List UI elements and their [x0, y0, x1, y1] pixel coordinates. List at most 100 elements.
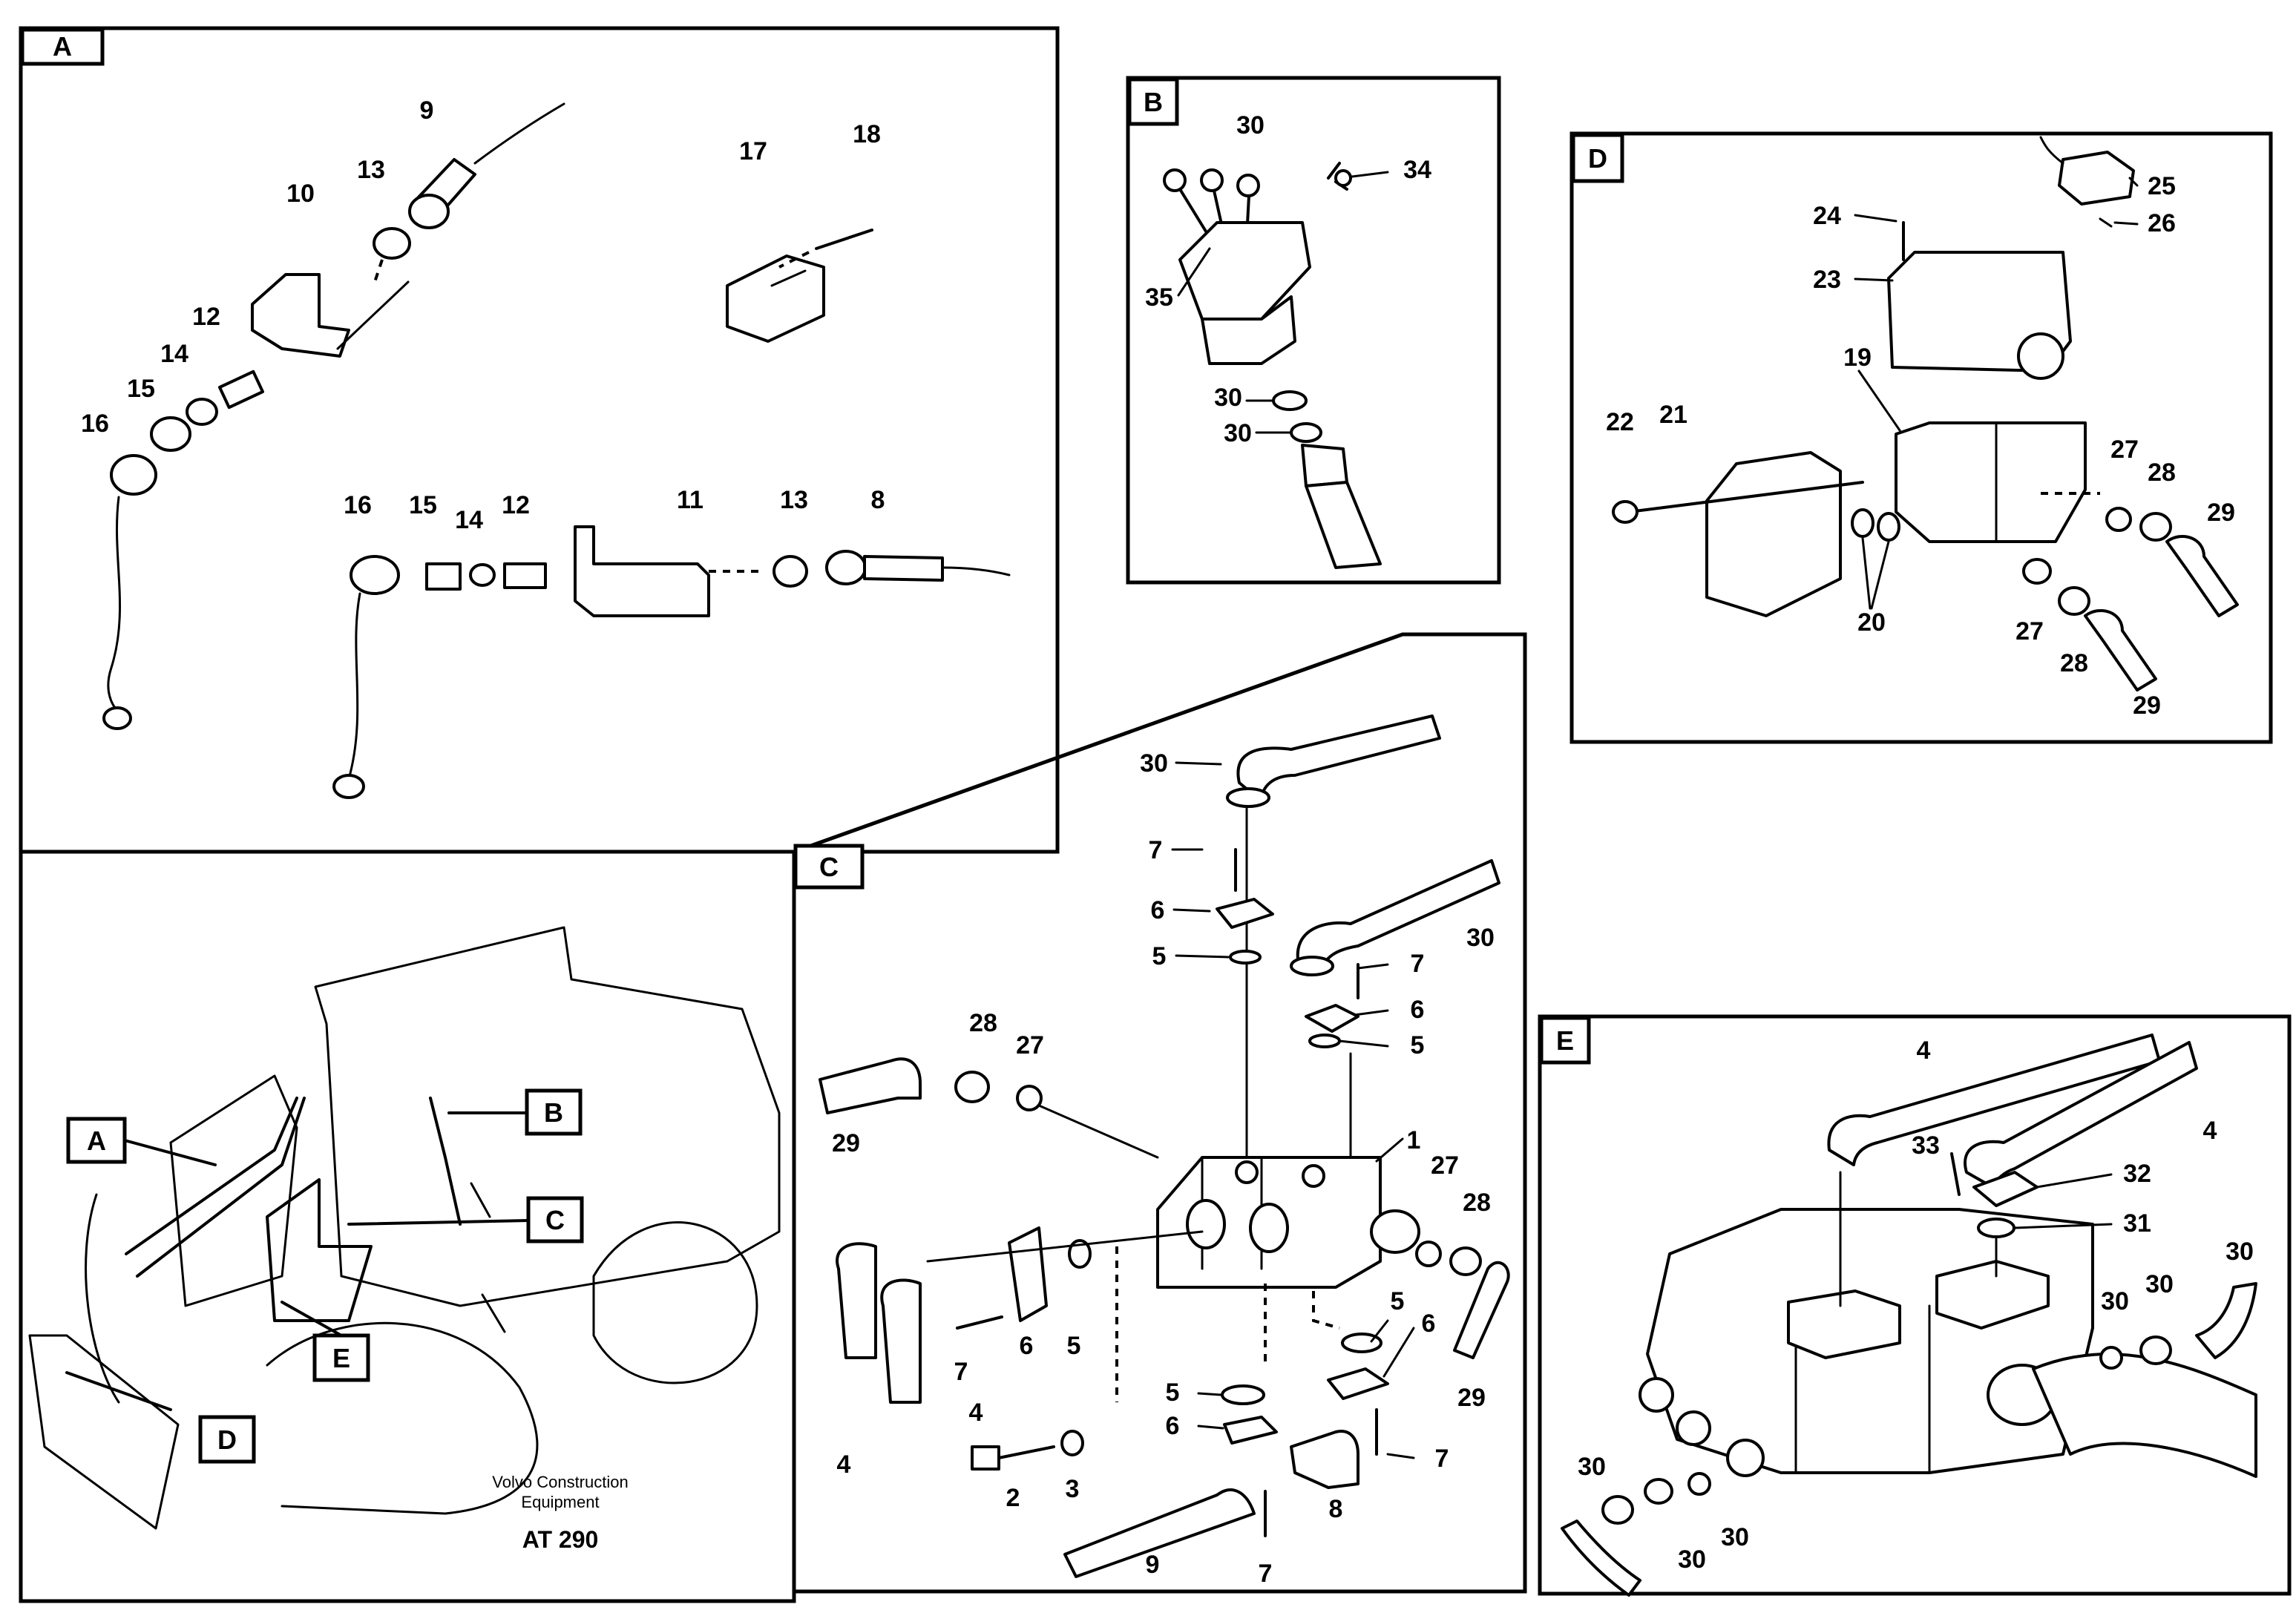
leader-lines: [2013, 1173, 2113, 1229]
machine-overview: [28, 926, 781, 1530]
panel-e-drawing: [1561, 1034, 2257, 1597]
hose-9: [1063, 1488, 1256, 1578]
port: [1676, 1410, 1711, 1446]
valve-block: [1895, 421, 2087, 543]
nut: [373, 227, 411, 260]
control-cable: [429, 1097, 462, 1226]
valve-segments: [1794, 1304, 1931, 1474]
part-label: 5: [1411, 1031, 1425, 1059]
part-label: 4: [969, 1399, 983, 1427]
rear-wheel: [266, 1321, 539, 1515]
lever-knob: [1200, 168, 1224, 192]
footer: Volvo Construction Equipment AT 290: [492, 1473, 628, 1553]
part-label: 30: [1236, 111, 1265, 139]
panel-e-letter: E: [1556, 1025, 1574, 1056]
washer: [469, 563, 496, 587]
part-label: 15: [409, 491, 437, 519]
adapter: [1449, 1246, 1482, 1276]
part-label: 4: [837, 1450, 851, 1479]
adapter: [2058, 586, 2090, 616]
part-label: 6: [1422, 1310, 1436, 1338]
leader-line: [123, 1139, 217, 1166]
o-ring: [1977, 1218, 2015, 1238]
part-label: 25: [2148, 172, 2176, 200]
plug-connector: [2058, 151, 2135, 206]
hose-left: [1561, 1519, 1641, 1597]
part-label: 26: [2148, 209, 2176, 237]
part-label: 6: [1411, 996, 1425, 1024]
union-nut: [825, 550, 867, 585]
part-label: 27: [1016, 1031, 1044, 1059]
panel-d-drawing: [1612, 136, 2239, 691]
maker-line-1: Volvo Construction: [492, 1473, 628, 1491]
part-label: 28: [969, 1009, 997, 1037]
panel-tabs: A B C D E: [20, 27, 1624, 1065]
lift-arm: [65, 1371, 172, 1411]
part-label: 10: [286, 180, 315, 208]
hose: [2165, 534, 2239, 617]
part-label: 33: [1912, 1131, 1940, 1160]
panel-d-letter: D: [1588, 143, 1607, 174]
panel-d-tab: [1571, 133, 1624, 183]
panel-frames: [19, 26, 2292, 1603]
leader-lines: [1171, 761, 1415, 1459]
washer: [2022, 558, 2052, 585]
part-label: 7: [1149, 836, 1163, 864]
part-label: 15: [127, 375, 155, 403]
washer: [2099, 1346, 2123, 1370]
adapter: [2139, 512, 2172, 542]
panel-a-frame: [19, 26, 1060, 854]
part-label: 6: [1166, 1412, 1180, 1440]
guide-line: [336, 280, 410, 350]
part-label: 13: [357, 156, 385, 184]
part-label: 31: [2123, 1209, 2151, 1238]
bucket-edge: [85, 1193, 120, 1404]
cable: [941, 566, 1011, 576]
leader-lines: [1854, 177, 2139, 610]
split-flange: [1008, 1226, 1048, 1322]
switch-body: [1334, 169, 1352, 187]
washer: [1687, 1472, 1711, 1496]
panel-a-letter: A: [53, 31, 72, 62]
maker-line-2: Equipment: [521, 1493, 599, 1511]
hose-left: [819, 1057, 922, 1114]
part-label: 14: [455, 506, 483, 534]
chain-ring: [332, 774, 365, 799]
cable: [473, 102, 565, 165]
callout-d: [198, 1415, 256, 1464]
hose-8: [1290, 1430, 1359, 1489]
part-label: 14: [160, 340, 188, 368]
part-label: 1: [1407, 1126, 1421, 1154]
part-label: 9: [420, 96, 434, 125]
screw: [815, 229, 873, 250]
adapter: [2139, 1335, 2172, 1365]
flange: [1290, 956, 1334, 976]
part-label: 4: [2203, 1117, 2217, 1145]
overview-callouts: A B C D E: [66, 1088, 584, 1464]
part-label: 35: [1145, 283, 1173, 312]
callout-a: [66, 1117, 127, 1164]
guide-line: [1312, 1291, 1340, 1330]
flange-half: [1223, 1416, 1278, 1445]
bulkhead-fitting: [218, 369, 264, 410]
bolt: [997, 1445, 1055, 1459]
hose-elbow: [1236, 714, 1441, 803]
large-pipe: [2032, 1353, 2257, 1478]
guide-line: [1037, 1104, 1159, 1159]
panel-a-tab: [20, 27, 105, 66]
hose-4: [1827, 1034, 2161, 1166]
panel-c-labels: 30 7 6 5 30 7 6 5 28 27 29 1 27 28 29 4 …: [832, 749, 1495, 1588]
solenoid-knob: [2017, 332, 2064, 380]
washer: [2105, 507, 2132, 532]
fittings: [1301, 444, 1348, 487]
part-label: 2: [1006, 1484, 1020, 1512]
machine-front: [169, 1074, 298, 1307]
panel-e-tab: [1539, 1016, 1591, 1065]
detail-lines: [470, 1182, 506, 1333]
nipple: [150, 416, 191, 452]
guide-line: [770, 269, 807, 287]
end-plug: [1370, 1209, 1420, 1254]
part-label: 4: [1917, 1036, 1931, 1065]
hose-elbow: [1296, 859, 1500, 973]
chain-ring: [102, 706, 132, 730]
